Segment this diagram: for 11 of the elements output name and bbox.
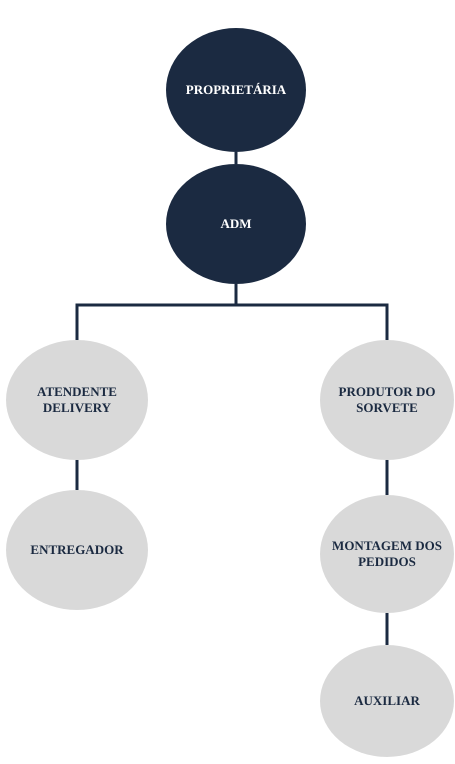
role-label: ADM [220, 216, 252, 232]
role-label: MONTAGEM DOS PEDIDOS [331, 538, 443, 570]
role-label: PROPRIETÁRIA [186, 82, 286, 98]
connector-line [76, 460, 78, 490]
connector-line [386, 613, 388, 645]
connector-line [386, 460, 388, 495]
role-label: AUXILIAR [354, 693, 420, 709]
role-label: ATENDENTE DELIVERY [36, 384, 118, 416]
connector-line [234, 152, 238, 164]
role-label: PRODUTOR DO SORVETE [338, 384, 436, 416]
role-label: ENTREGADOR [30, 542, 124, 558]
